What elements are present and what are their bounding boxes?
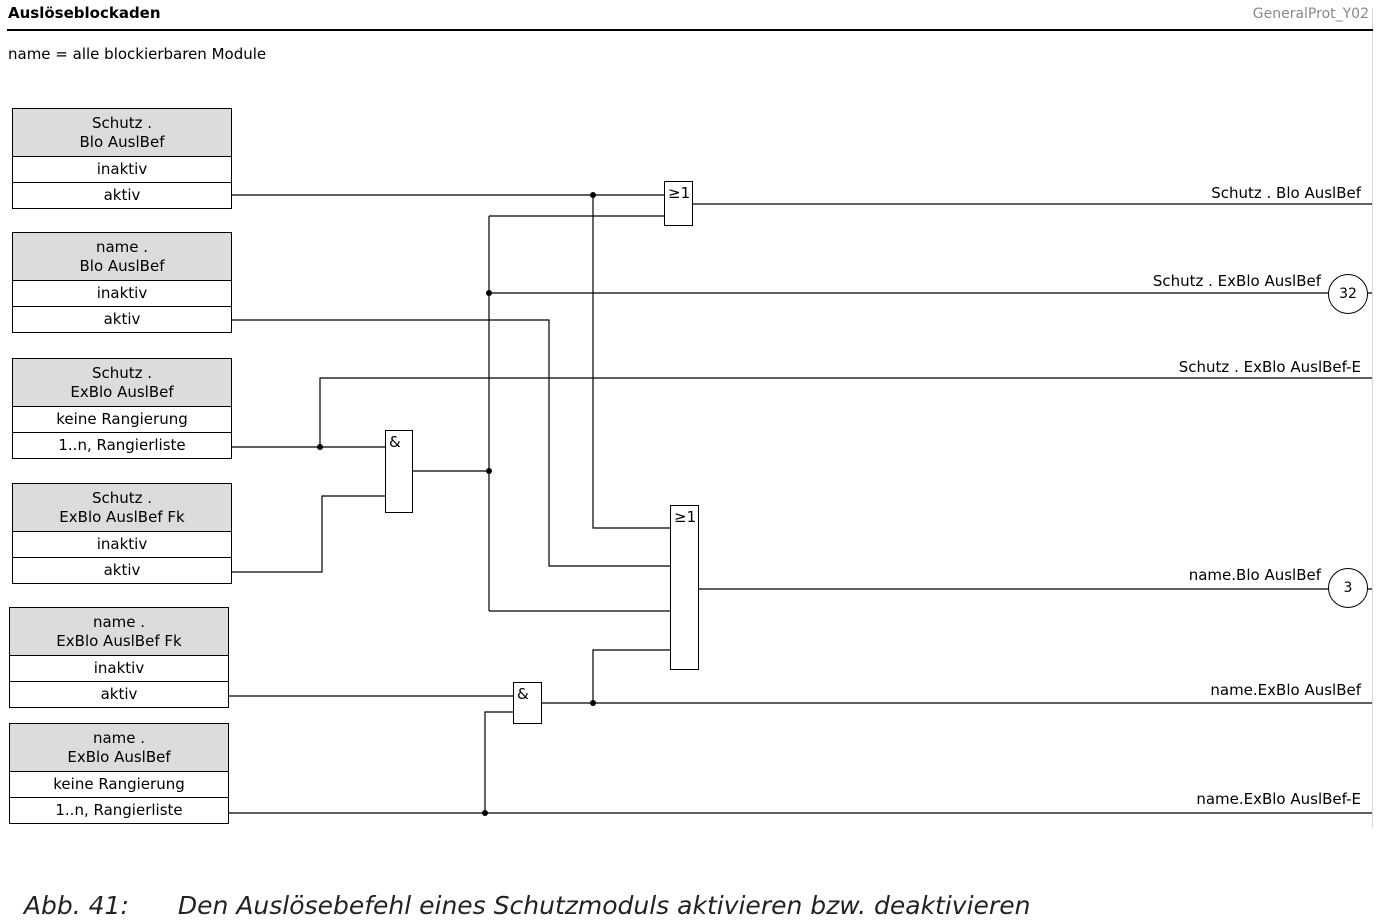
cross-reference-circle: 3 [1328, 568, 1368, 608]
option-aktiv: aktiv [103, 561, 141, 579]
junction-dot [317, 444, 323, 450]
junction-dot [482, 810, 488, 816]
param-box-title: Schutz . Blo AuslBef [13, 109, 231, 157]
option-inaktiv: inaktiv [13, 532, 231, 558]
wire-to-or-bottom-4 [592, 649, 670, 703]
param-box-name-exblo-auslbef: name . ExBlo AuslBef keine Rangierung 1.… [9, 723, 229, 824]
and-gate-lower: & [513, 682, 542, 724]
wire-schutz-exblo-fk [231, 495, 385, 573]
output-schutz-exblo-auslbef-e: Schutz . ExBlo AuslBef-E [1178, 358, 1361, 376]
wire-out-schutz-exblo-e [319, 377, 1372, 447]
option-aktiv: aktiv [103, 310, 141, 328]
and-gate-symbol: & [517, 685, 529, 703]
wire-name-blo-aktiv [231, 319, 670, 567]
option-keine-rangierung: keine Rangierung [13, 407, 231, 433]
or-gate-symbol: ≥1 [674, 508, 697, 526]
option-inaktiv: inaktiv [13, 281, 231, 307]
param-box-title: name . Blo AuslBef [13, 233, 231, 281]
option-inaktiv: inaktiv [10, 656, 228, 682]
junction-dot [486, 468, 492, 474]
option-rangierliste: 1..n, Rangierliste [55, 801, 183, 819]
wire-branch-to-or-bottom-1 [592, 195, 670, 529]
wire-name-exblo-to-and [484, 711, 513, 813]
option-aktiv: aktiv [103, 186, 141, 204]
param-box-schutz-blo-auslbef: Schutz . Blo AuslBef inaktiv aktiv [12, 108, 232, 209]
or-gate-symbol: ≥1 [668, 184, 691, 202]
param-box-schutz-exblo-auslbef: Schutz . ExBlo AuslBef keine Rangierung … [12, 358, 232, 459]
option-inaktiv: inaktiv [13, 157, 231, 183]
option-keine-rangierung: keine Rangierung [10, 772, 228, 798]
junction-dot [590, 700, 596, 706]
option-rangierliste: 1..n, Rangierliste [58, 436, 186, 454]
param-box-title: Schutz . ExBlo AuslBef [13, 359, 231, 407]
output-name-exblo-auslbef: name.ExBlo AuslBef [1210, 681, 1361, 699]
figure-number: Abb. 41: [23, 891, 129, 920]
output-name-blo-auslbef: name.Blo AuslBef [1188, 566, 1321, 584]
param-box-name-blo-auslbef: name . Blo AuslBef inaktiv aktiv [12, 232, 232, 333]
param-box-name-exblo-auslbef-fk: name . ExBlo AuslBef Fk inaktiv aktiv [9, 607, 229, 708]
and-gate-upper: & [385, 430, 413, 513]
output-schutz-blo-auslbef: Schutz . Blo AuslBef [1211, 184, 1361, 202]
diagram-title: Auslöseblockaden [8, 4, 161, 22]
param-box-title: Schutz . ExBlo AuslBef Fk [13, 484, 231, 532]
or-gate-bottom: ≥1 [670, 505, 699, 670]
option-aktiv: aktiv [100, 685, 138, 703]
param-box-title: name . ExBlo AuslBef [10, 724, 228, 772]
param-box-schutz-exblo-auslbef-fk: Schutz . ExBlo AuslBef Fk inaktiv aktiv [12, 483, 232, 584]
output-schutz-exblo-auslbef: Schutz . ExBlo AuslBef [1152, 272, 1321, 290]
figure-caption: Abb. 41: Den Auslösebefehl eines Schutzmo… [8, 862, 1031, 920]
cross-reference-circle: 32 [1328, 274, 1368, 314]
name-definition: name = alle blockierbaren Module [8, 45, 267, 63]
title-rule [7, 29, 1373, 31]
param-box-title: name . ExBlo AuslBef Fk [10, 608, 228, 656]
document-id: GeneralProt_Y02 [1252, 6, 1369, 22]
diagram-frame [7, 8, 1373, 828]
and-gate-symbol: & [389, 433, 401, 451]
figure-caption-text: Den Auslösebefehl eines Schutzmoduls akt… [177, 891, 1031, 920]
output-name-exblo-auslbef-e: name.ExBlo AuslBef-E [1196, 790, 1361, 808]
junction-dot [590, 192, 596, 198]
junction-dot [486, 290, 492, 296]
or-gate-top: ≥1 [664, 181, 693, 226]
